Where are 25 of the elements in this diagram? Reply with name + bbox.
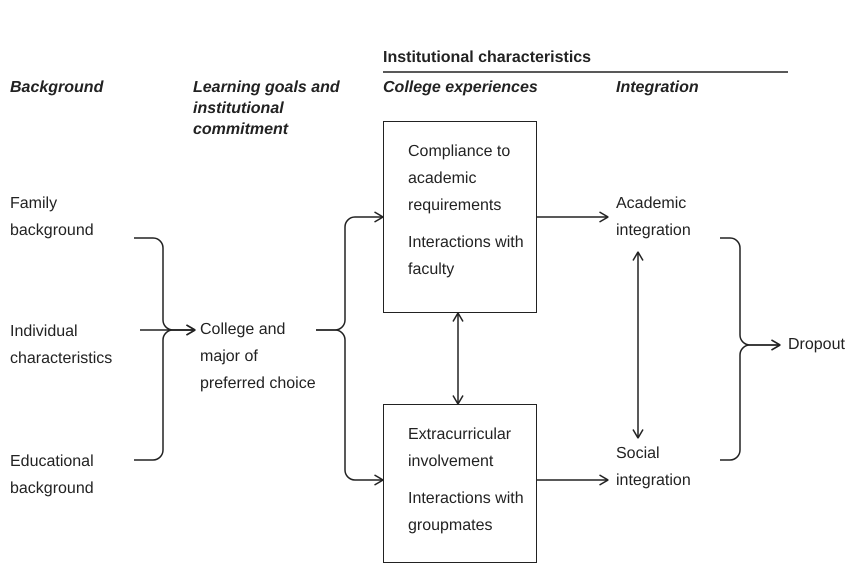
node-text: Family background	[10, 190, 132, 246]
column-heading: Integration	[616, 78, 700, 98]
arrow	[316, 329, 384, 486]
box-text: Interactions with groupmates	[408, 489, 525, 536]
node-text: Dropout	[780, 331, 852, 359]
box-text: Extracurricular involvement	[408, 425, 512, 472]
node-text: Individual characteristics	[10, 318, 138, 374]
box-text: Interactions with faculty	[408, 233, 525, 280]
arrow	[537, 211, 609, 223]
column-heading: College experiences	[383, 78, 539, 98]
arrow	[720, 339, 781, 461]
box-text: Compliance to academic requirements	[408, 142, 512, 216]
node-text: Social integration	[608, 440, 718, 498]
arrow	[134, 324, 196, 461]
column-heading: Background	[10, 78, 105, 98]
node-text: Educational background	[10, 448, 132, 504]
arrow	[537, 474, 609, 486]
group-heading: Institutional characteristics	[383, 48, 592, 68]
arrow	[452, 312, 464, 405]
node-text: College and major of preferred choice	[195, 316, 316, 426]
process-box	[383, 404, 537, 563]
node-text: Academic integration	[608, 190, 718, 250]
column-heading: Learning goals and institutional commitment	[193, 78, 341, 140]
process-box	[383, 121, 537, 313]
arrow	[632, 251, 644, 439]
